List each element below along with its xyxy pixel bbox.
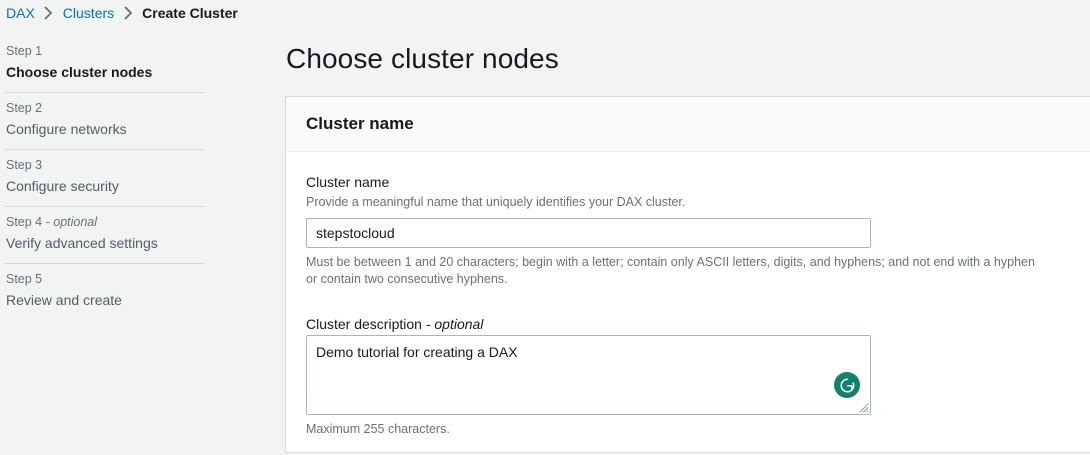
wizard-step-label: Review and create xyxy=(6,292,122,308)
wizard-step-number: Step 2 xyxy=(6,101,43,115)
cluster-description-label: Cluster description - optional xyxy=(306,316,484,332)
cluster-name-field-group: Cluster name Provide a meaningful name t… xyxy=(306,172,1073,288)
main-content: Choose cluster nodes Cluster name Cluste… xyxy=(285,36,1090,455)
wizard-step-configure-security[interactable]: Step 3 Configure security xyxy=(0,150,210,206)
wizard-step-number: Step 5 xyxy=(6,272,43,286)
wizard-step-label: Configure security xyxy=(6,178,119,194)
cluster-description-field-group: Cluster description - optional xyxy=(306,314,1073,438)
wizard-step-number: Step 3 xyxy=(6,158,43,172)
cluster-description-textarea-wrapper xyxy=(306,335,871,415)
cluster-description-textarea[interactable] xyxy=(306,335,871,415)
cluster-name-constraint-text: Must be between 1 and 20 characters; beg… xyxy=(306,255,1035,286)
card-header: Cluster name xyxy=(286,97,1090,152)
grammarly-icon[interactable] xyxy=(834,372,860,398)
wizard-step-navigation: Step 1 Choose cluster nodes Step 2 Confi… xyxy=(0,36,210,320)
step-divider xyxy=(5,149,205,150)
cluster-name-card: Cluster name Cluster name Provide a mean… xyxy=(285,96,1090,453)
resize-grip-icon[interactable] xyxy=(857,401,869,413)
wizard-step-label: Configure networks xyxy=(6,121,127,137)
breadcrumb-item-create-cluster: Create Cluster xyxy=(142,5,238,21)
wizard-step-review-and-create[interactable]: Step 5 Review and create xyxy=(0,264,210,320)
step-divider xyxy=(5,92,205,93)
wizard-step-label: Verify advanced settings xyxy=(6,235,158,251)
breadcrumb-item-dax[interactable]: DAX xyxy=(6,5,35,21)
card-body: Cluster name Provide a meaningful name t… xyxy=(286,152,1090,438)
chevron-right-icon xyxy=(35,6,63,20)
page-title: Choose cluster nodes xyxy=(286,43,559,74)
cluster-name-input[interactable] xyxy=(306,218,871,248)
step-divider xyxy=(5,263,205,264)
breadcrumb-item-clusters[interactable]: Clusters xyxy=(62,5,115,21)
card-header-title: Cluster name xyxy=(306,114,414,133)
cluster-name-description: Provide a meaningful name that uniquely … xyxy=(306,195,686,209)
wizard-step-configure-networks[interactable]: Step 2 Configure networks xyxy=(0,93,210,149)
wizard-step-label: Choose cluster nodes xyxy=(6,64,153,80)
field-spacer xyxy=(306,288,1073,314)
cluster-name-label: Cluster name xyxy=(306,174,390,190)
wizard-step-number: Step 1 xyxy=(6,44,43,58)
wizard-step-choose-cluster-nodes[interactable]: Step 1 Choose cluster nodes xyxy=(0,36,210,92)
wizard-step-number: Step 4 - optional xyxy=(6,215,98,229)
breadcrumb: DAX Clusters Create Cluster xyxy=(6,0,238,26)
step-divider xyxy=(5,206,205,207)
cluster-description-constraint-text: Maximum 255 characters. xyxy=(306,422,450,436)
chevron-right-icon xyxy=(114,6,142,20)
wizard-step-verify-advanced-settings[interactable]: Step 4 - optional Verify advanced settin… xyxy=(0,207,210,263)
